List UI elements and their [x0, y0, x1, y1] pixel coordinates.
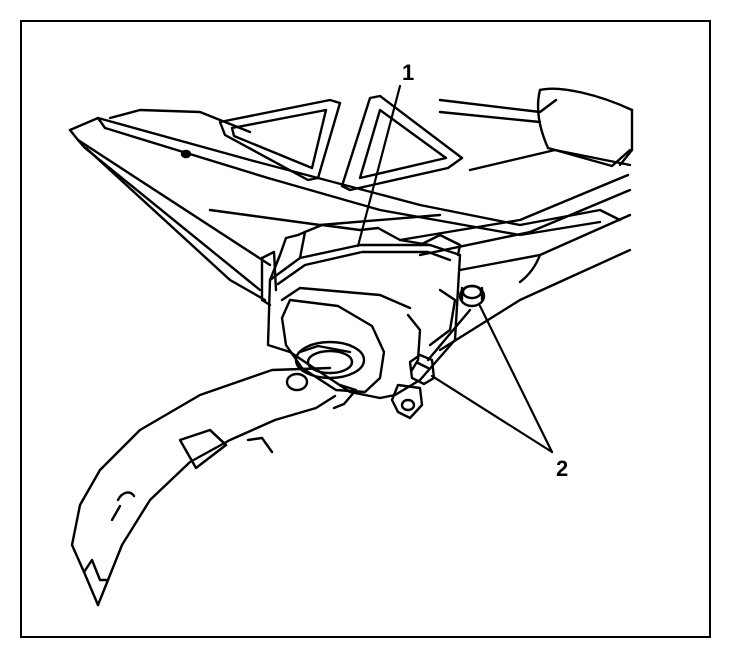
mounting-bracket: [390, 353, 436, 420]
callout-2: 2: [556, 456, 568, 481]
retractor-housing: [260, 223, 462, 400]
frame-cutout-right-inner: [358, 108, 448, 180]
frame-cutout-right: [340, 94, 464, 192]
bolt-upper: [458, 284, 486, 308]
leader-line-2b: [430, 374, 554, 454]
side-rail: [398, 173, 632, 362]
frame-cutout-left-inner: [230, 108, 328, 170]
cross-member: [438, 87, 634, 172]
seat-belt-webbing: [70, 366, 337, 607]
figure-frame: [20, 20, 711, 638]
leader-line-2a: [478, 304, 554, 454]
frame-cutout-left: [218, 98, 342, 182]
floor-panel: [68, 108, 622, 302]
retractor-mechanism: [280, 298, 386, 410]
callout-1: 1: [402, 60, 414, 85]
leader-line-1: [356, 84, 402, 248]
